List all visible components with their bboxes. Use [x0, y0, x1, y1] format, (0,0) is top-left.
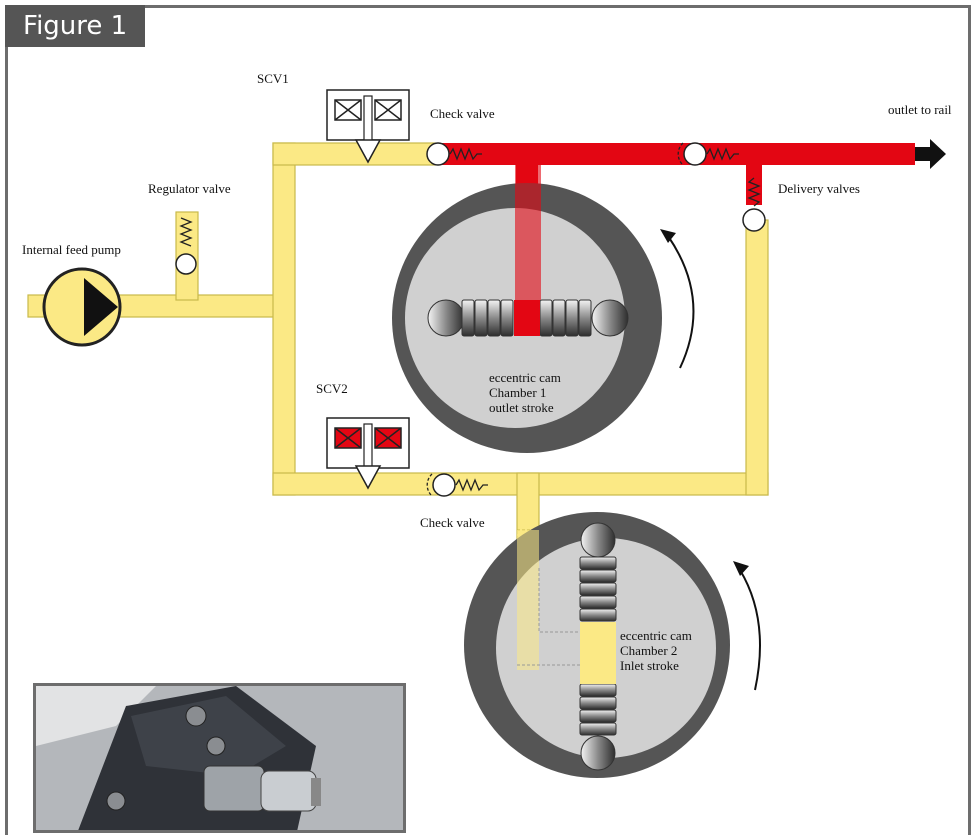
cam2-caption-line2: Chamber 2 — [620, 643, 677, 658]
check-valve-bottom-label: Check valve — [420, 515, 485, 530]
outlet-arrow-icon — [915, 139, 946, 169]
outlet-label: outlet to rail — [888, 102, 952, 117]
pump-photo — [33, 683, 406, 833]
regulator-valve-label: Regulator valve — [148, 181, 231, 196]
cam2-caption-line3: Inlet stroke — [620, 658, 679, 673]
scv1-label: SCV1 — [257, 71, 289, 86]
rotation-arrow-icon — [660, 229, 676, 243]
cam1-caption-line1: eccentric cam — [489, 370, 561, 385]
cam1-caption-line3: outlet stroke — [489, 400, 554, 415]
rotation-arrow-icon — [733, 561, 749, 576]
cam1-caption-line2: Chamber 1 — [489, 385, 546, 400]
cam2-assembly — [464, 512, 760, 778]
feed-pump-label: Internal feed pump — [22, 242, 121, 257]
check-valve-top-label: Check valve — [430, 106, 495, 121]
pump-photo-illustration — [36, 686, 406, 833]
scv2-label: SCV2 — [316, 381, 348, 396]
cam2-caption-line1: eccentric cam — [620, 628, 692, 643]
feed-pump-icon — [44, 269, 120, 345]
delivery-valves-label: Delivery valves — [778, 181, 860, 196]
